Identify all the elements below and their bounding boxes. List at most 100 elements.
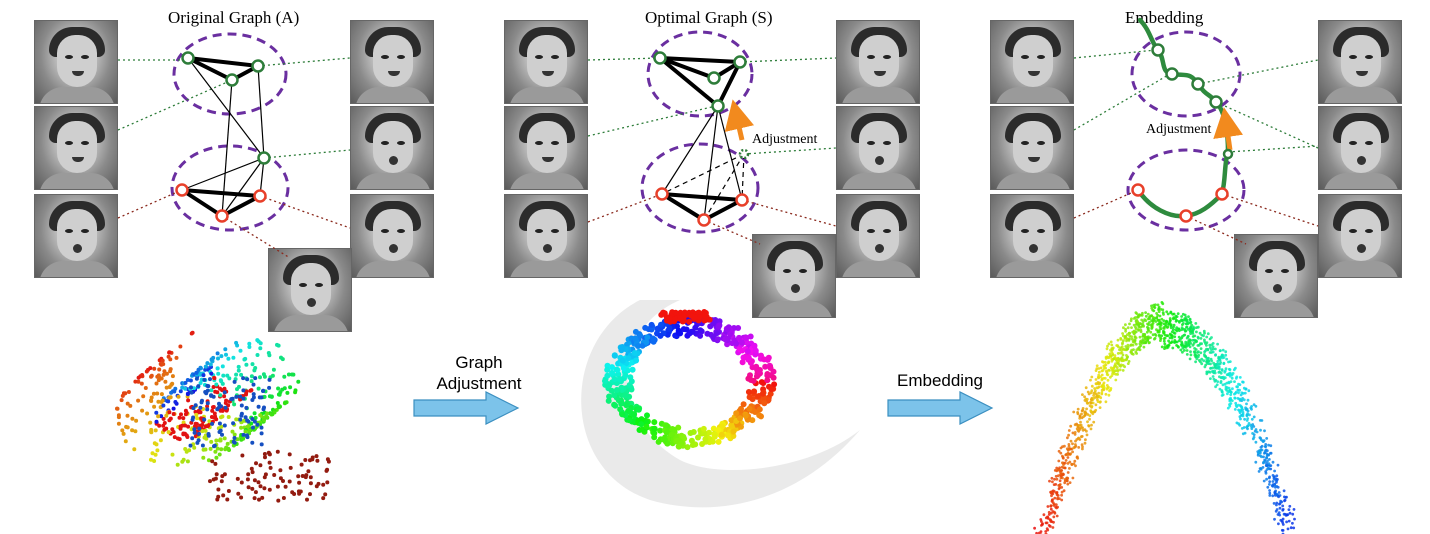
point-cloud-dot <box>719 423 726 430</box>
point-cloud-dot <box>149 395 154 400</box>
point-cloud-dot <box>620 365 627 371</box>
point-cloud-dot <box>1108 354 1112 358</box>
point-cloud-dot <box>1071 431 1075 435</box>
point-cloud-dot <box>618 400 625 407</box>
point-cloud-dot <box>1141 338 1145 341</box>
point-cloud-dot <box>1262 455 1265 459</box>
point-cloud-dot <box>1213 365 1217 369</box>
point-cloud-dot <box>663 429 670 436</box>
point-cloud-dot <box>1101 369 1105 372</box>
point-cloud-dot <box>1046 505 1050 508</box>
point-cloud-dot <box>1212 361 1215 365</box>
point-cloud-dot <box>1105 369 1108 373</box>
point-cloud-dot <box>202 417 207 422</box>
point-cloud-dot <box>1211 369 1214 373</box>
point-cloud-dot <box>1218 375 1221 379</box>
point-cloud-dot <box>203 364 208 369</box>
point-cloud-dot <box>170 381 175 386</box>
point-cloud-dot <box>1104 400 1108 404</box>
face-connector <box>263 149 351 159</box>
point-cloud-dot <box>1108 352 1112 356</box>
point-cloud-dot <box>1090 423 1093 427</box>
point-cloud-dot <box>643 423 650 430</box>
point-cloud-dot <box>1079 435 1083 439</box>
point-cloud-dot <box>1107 360 1111 364</box>
point-cloud-dot <box>1081 445 1084 449</box>
point-cloud-dot <box>296 379 301 384</box>
point-cloud-dot <box>1200 357 1204 361</box>
point-cloud-dot <box>1268 480 1272 483</box>
point-cloud-dot <box>232 432 237 437</box>
point-cloud-dot <box>1204 363 1208 367</box>
point-cloud-dot <box>181 432 186 437</box>
point-cloud-dot <box>724 326 731 333</box>
point-cloud-dot <box>745 375 752 382</box>
point-cloud-dot <box>1227 367 1231 371</box>
point-cloud-dot <box>161 362 166 367</box>
cluster-outline <box>640 142 760 234</box>
point-cloud-dot <box>1207 370 1211 374</box>
point-cloud-dot <box>1189 321 1192 325</box>
point-cloud-dot <box>1059 451 1063 455</box>
point-cloud-dot <box>695 434 701 441</box>
point-cloud-dot <box>239 372 244 377</box>
point-cloud-dot <box>1048 518 1052 522</box>
point-cloud-dot <box>192 430 197 435</box>
point-cloud-dot <box>1066 456 1070 459</box>
point-cloud-dot <box>1133 331 1137 335</box>
point-cloud-dot <box>1265 464 1268 468</box>
point-cloud-dot <box>1081 426 1084 430</box>
point-cloud-dot <box>262 418 266 423</box>
point-cloud-dot <box>642 324 649 331</box>
point-cloud-dot <box>256 404 261 409</box>
point-cloud-dot <box>189 390 194 395</box>
point-cloud-dot <box>1191 332 1195 335</box>
point-cloud-dot <box>298 489 303 494</box>
point-cloud-dot <box>198 405 203 410</box>
graph-node <box>653 51 667 65</box>
point-cloud-dot <box>1250 407 1253 411</box>
point-cloud-dot <box>1135 348 1139 352</box>
point-cloud-dot <box>207 419 212 424</box>
point-cloud-dot <box>1045 527 1049 530</box>
point-cloud-dot <box>267 487 272 492</box>
point-cloud-dot <box>1109 340 1113 344</box>
point-cloud-dot <box>1172 312 1176 316</box>
point-cloud-dot <box>1066 482 1070 486</box>
point-cloud-dot <box>1216 359 1220 363</box>
point-cloud-dot <box>1039 518 1043 521</box>
point-cloud-dot <box>1130 352 1134 356</box>
point-cloud-dot <box>1180 319 1184 323</box>
point-cloud-dot <box>1166 312 1170 316</box>
point-cloud-dot <box>1136 315 1140 318</box>
point-cloud-dot <box>1110 343 1114 347</box>
point-cloud-dot <box>1118 368 1122 372</box>
point-cloud-dot <box>1056 496 1060 500</box>
point-cloud-dot <box>1137 328 1141 332</box>
point-cloud-dot <box>161 416 166 421</box>
face-image <box>990 106 1074 190</box>
point-cloud-dot <box>226 356 231 361</box>
point-cloud-dot <box>250 362 255 367</box>
point-cloud-dot <box>1121 332 1124 335</box>
point-cloud-dot <box>1087 424 1090 427</box>
point-cloud-dot <box>213 389 218 394</box>
point-cloud-dot <box>152 366 157 371</box>
point-cloud-dot <box>728 422 735 429</box>
point-cloud-dot <box>658 311 665 318</box>
point-cloud-dot <box>1207 356 1210 360</box>
point-cloud-dot <box>1237 391 1240 395</box>
point-cloud-dot <box>1128 322 1131 326</box>
point-cloud-dot <box>1055 514 1059 518</box>
point-cloud-dot <box>214 455 219 460</box>
point-cloud-dot <box>1126 345 1130 349</box>
point-cloud-dot <box>1276 463 1280 467</box>
point-cloud-dot <box>1156 318 1160 322</box>
point-cloud-dot <box>1285 513 1289 516</box>
point-cloud-dot <box>1245 407 1249 411</box>
point-cloud-dot <box>1081 407 1085 410</box>
point-cloud-dot <box>1268 489 1271 492</box>
point-cloud-dot <box>1050 498 1054 502</box>
point-cloud-dot <box>164 385 169 390</box>
point-cloud-dot <box>1165 310 1169 314</box>
